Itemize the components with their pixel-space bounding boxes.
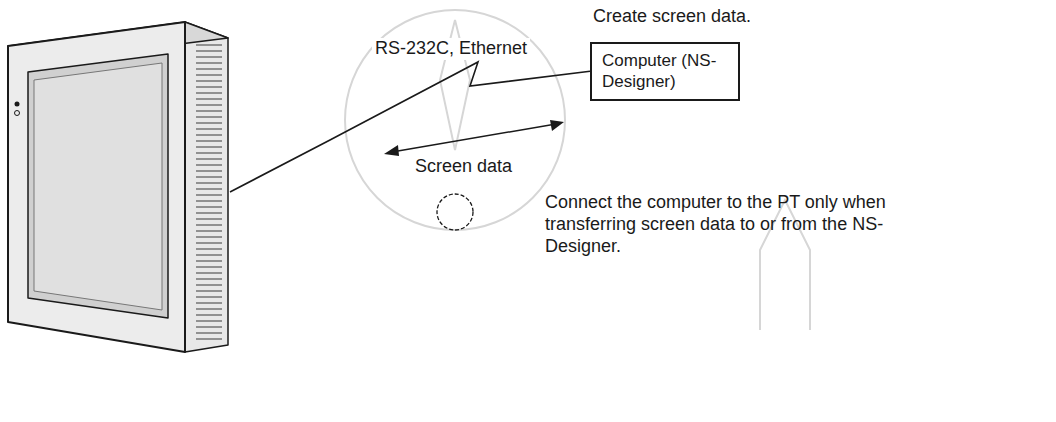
touch-panel [8,22,228,352]
data-label: Screen data [412,156,515,178]
data-arrow [384,120,564,156]
interface-label: RS-232C, Ethernet [372,38,530,60]
cable-line [230,62,590,192]
box-text: Computer (NS-Designer) [602,50,728,93]
note-text: Connect the computer to the PT only when… [545,192,935,258]
computer-box: Computer (NS-Designer) [590,42,740,101]
caption-label: Create screen data. [593,6,751,28]
callout-circle [437,194,473,230]
